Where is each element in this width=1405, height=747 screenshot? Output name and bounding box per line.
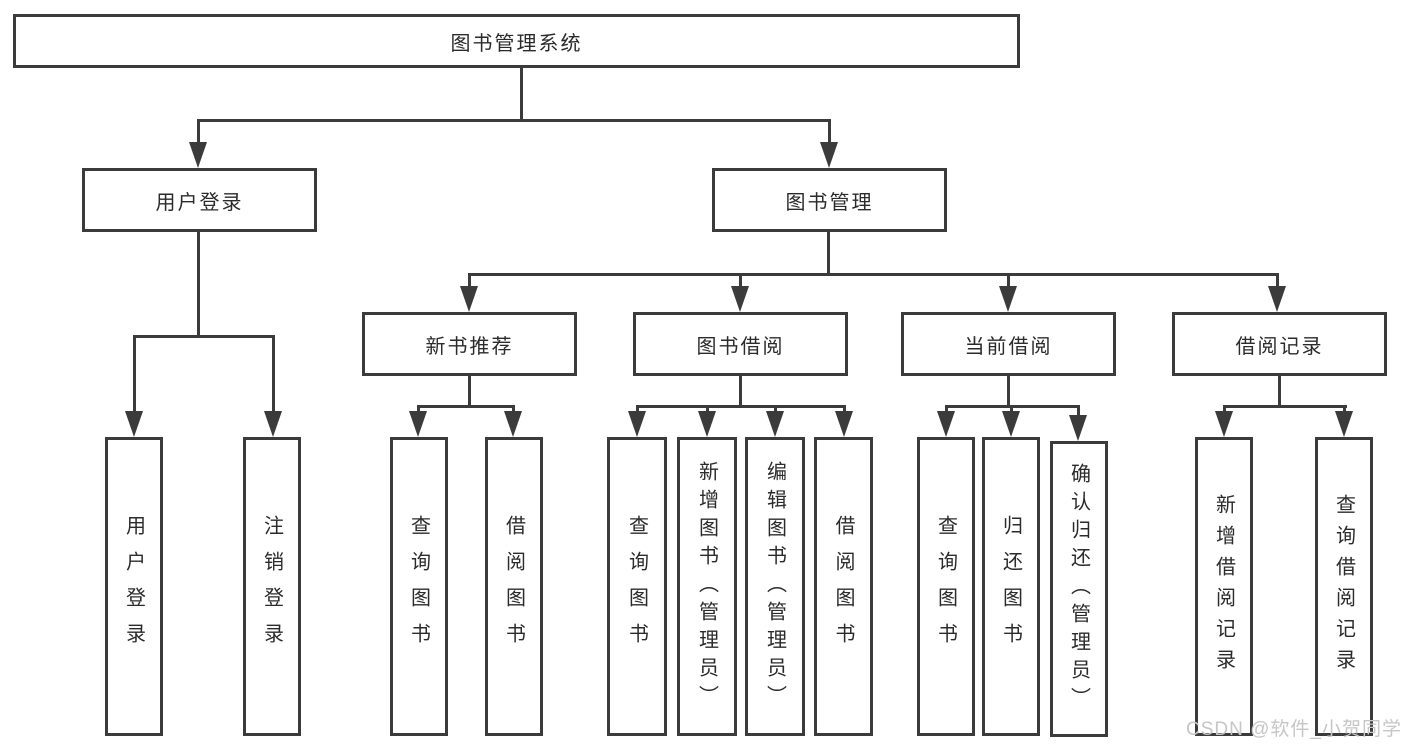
connector-nbr-drop-2 bbox=[512, 405, 515, 413]
arrow-to-new-book-recommend bbox=[460, 286, 478, 312]
connector-ul-drop-2 bbox=[272, 335, 275, 413]
connector-bb-drop-4 bbox=[843, 405, 846, 413]
arrow-to-leaf-query-books-1 bbox=[409, 411, 427, 437]
node-current-borrow: 当前借阅 bbox=[901, 312, 1116, 376]
leaf-borrow-books-2: 借阅图书 bbox=[814, 437, 873, 736]
connector-bm-drop-1 bbox=[468, 273, 471, 288]
connector-br-drop-1 bbox=[1223, 405, 1226, 413]
arrow-to-leaf-borrow-books-2 bbox=[835, 411, 853, 437]
arrow-to-current-borrow bbox=[999, 286, 1017, 312]
connector-bm-drop-3 bbox=[1007, 273, 1010, 288]
connector-cb-drop-1 bbox=[945, 405, 948, 413]
connector-bm-drop-2 bbox=[739, 273, 742, 288]
connector-bb-stem bbox=[739, 376, 742, 408]
node-borrow-records: 借阅记录 bbox=[1172, 312, 1387, 376]
arrow-to-user-login bbox=[189, 142, 207, 168]
leaf-confirm-return-admin: 确认归还（管理员） bbox=[1050, 441, 1108, 737]
connector-cb-drop-3 bbox=[1077, 405, 1080, 415]
connector-bm-stem bbox=[827, 232, 830, 276]
leaf-borrow-books-1: 借阅图书 bbox=[485, 437, 543, 736]
arrow-to-leaf-add-book bbox=[698, 411, 716, 437]
leaf-query-books-2: 查询图书 bbox=[607, 437, 667, 736]
arrow-to-book-management bbox=[820, 142, 838, 168]
leaf-user-login: 用户登录 bbox=[105, 437, 163, 736]
arrow-to-leaf-user-login bbox=[125, 411, 143, 437]
connector-br-drop-2 bbox=[1343, 405, 1346, 413]
arrow-to-leaf-query-books-3 bbox=[937, 411, 955, 437]
arrow-to-leaf-borrow-books-1 bbox=[504, 411, 522, 437]
arrow-to-leaf-logout bbox=[264, 411, 282, 437]
connector-bb-drop-2 bbox=[706, 405, 709, 413]
csdn-watermark: CSDN @软件_小贺同学 bbox=[1186, 719, 1402, 740]
connector-ul-stem bbox=[197, 232, 200, 338]
connector-cb-drop-2 bbox=[1010, 405, 1013, 413]
connector-br-stem bbox=[1278, 376, 1281, 408]
connector-bb-drop-3 bbox=[774, 405, 777, 413]
leaf-logout: 注销登录 bbox=[243, 437, 301, 736]
node-book-management: 图书管理 bbox=[712, 168, 947, 232]
connector-root-stem bbox=[520, 68, 523, 122]
leaf-query-borrow-record: 查询借阅记录 bbox=[1315, 437, 1373, 736]
leaf-query-books-1: 查询图书 bbox=[390, 437, 448, 736]
arrow-to-leaf-confirm-return bbox=[1069, 415, 1087, 441]
connector-bm-rail bbox=[468, 273, 1279, 276]
connector-root-drop-left bbox=[197, 119, 200, 144]
arrow-to-borrow-records bbox=[1268, 286, 1286, 312]
connector-nbr-drop-1 bbox=[417, 405, 420, 413]
connector-ul-rail bbox=[133, 335, 275, 338]
connector-ul-drop-1 bbox=[133, 335, 136, 413]
connector-nbr-rail bbox=[417, 405, 515, 408]
leaf-add-book-admin: 新增图书（管理员） bbox=[677, 437, 737, 736]
connector-root-rail bbox=[197, 119, 831, 122]
connector-nbr-stem bbox=[468, 376, 471, 408]
node-book-borrow: 图书借阅 bbox=[633, 312, 848, 376]
arrow-to-leaf-edit-book bbox=[766, 411, 784, 437]
connector-bb-rail bbox=[636, 405, 846, 408]
leaf-add-borrow-record: 新增借阅记录 bbox=[1195, 437, 1253, 736]
leaf-edit-book-admin: 编辑图书（管理员） bbox=[745, 437, 805, 736]
leaf-query-books-3: 查询图书 bbox=[917, 437, 975, 736]
node-new-book-recommend: 新书推荐 bbox=[362, 312, 577, 376]
arrow-to-leaf-add-borrow-record bbox=[1215, 411, 1233, 437]
connector-root-drop-right bbox=[828, 119, 831, 144]
arrow-to-leaf-query-borrow-record bbox=[1335, 411, 1353, 437]
connector-br-rail bbox=[1223, 405, 1347, 408]
arrow-to-book-borrow bbox=[731, 286, 749, 312]
connector-bb-drop-1 bbox=[636, 405, 639, 413]
connector-bm-drop-4 bbox=[1276, 273, 1279, 288]
connector-cb-stem bbox=[1007, 376, 1010, 408]
arrow-to-leaf-return-book bbox=[1002, 411, 1020, 437]
arrow-to-leaf-query-books-2 bbox=[628, 411, 646, 437]
node-user-login: 用户登录 bbox=[82, 168, 317, 232]
leaf-return-book: 归还图书 bbox=[982, 437, 1040, 736]
node-root: 图书管理系统 bbox=[13, 14, 1020, 68]
